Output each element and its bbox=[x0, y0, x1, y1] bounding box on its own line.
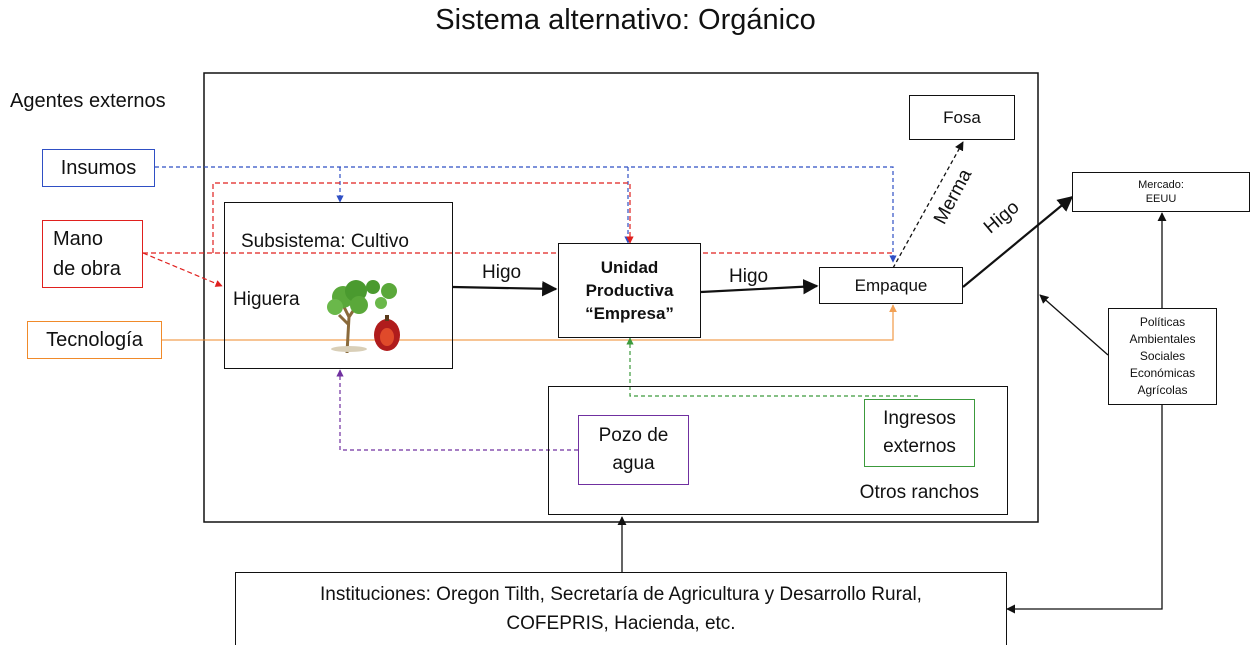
insumos-box: Insumos bbox=[42, 149, 155, 187]
market-line-1: Mercado: bbox=[1138, 179, 1184, 191]
packing-label: Empaque bbox=[854, 275, 928, 295]
tecnologia-box: Tecnología bbox=[27, 321, 162, 359]
productive-unit-box: Unidad Productiva “Empresa” bbox=[558, 243, 701, 338]
well-line-2: agua bbox=[612, 453, 655, 474]
external-income-box: Ingresos externos bbox=[864, 399, 975, 467]
other-ranches-label: Otros ranchos bbox=[859, 482, 979, 503]
pit-box: Fosa bbox=[909, 95, 1015, 140]
other-ranches-box: Otros ranchos bbox=[548, 386, 1008, 515]
income-line-1: Ingresos bbox=[883, 408, 956, 429]
unit-line-1: Unidad bbox=[600, 258, 659, 277]
policies-line-3: Sociales bbox=[1139, 349, 1186, 363]
flow-label-higo-2: Higo bbox=[729, 266, 769, 287]
insumos-flow bbox=[155, 166, 897, 263]
fig-tree-icon bbox=[327, 280, 400, 353]
crop-label: Higuera bbox=[233, 289, 300, 310]
ingresos-flow bbox=[626, 337, 918, 397]
well-line-1: Pozo de bbox=[598, 425, 669, 446]
policies-line-5: Agrícolas bbox=[1137, 383, 1188, 397]
mano-de-obra-flow bbox=[142, 182, 893, 287]
mano-de-obra-line-1: Mano bbox=[53, 228, 104, 250]
pozo-flow bbox=[336, 369, 578, 451]
unit-line-2: Productiva bbox=[585, 281, 674, 300]
packing-box: Empaque bbox=[819, 267, 963, 304]
income-line-2: externos bbox=[883, 436, 956, 457]
unit-line-3: “Empresa” bbox=[585, 304, 674, 323]
policies-line-2: Ambientales bbox=[1129, 332, 1196, 346]
policies-line-4: Económicas bbox=[1129, 366, 1196, 380]
external-agents-label: Agentes externos bbox=[10, 90, 166, 112]
water-well-box: Pozo de agua bbox=[578, 415, 689, 485]
pit-label: Fosa bbox=[943, 107, 981, 127]
subsystem-title: Subsistema: Cultivo bbox=[241, 231, 409, 252]
merma-flow bbox=[892, 141, 964, 269]
institutions-line-1: Instituciones: Oregon Tilth, Secretaría … bbox=[320, 584, 922, 605]
diagram-title: Sistema alternativo: Orgánico bbox=[435, 4, 816, 36]
institutions-box: Instituciones: Oregon Tilth, Secretaría … bbox=[235, 572, 1007, 645]
mano-de-obra-line-2: de obra bbox=[53, 258, 121, 280]
market-box: Mercado: EEUU bbox=[1072, 172, 1250, 212]
policy-connectors bbox=[1006, 212, 1167, 614]
cultivation-subsystem-box: Subsistema: Cultivo Higuera bbox=[224, 202, 453, 369]
insumos-label: Insumos bbox=[60, 156, 137, 179]
mano-de-obra-box: Mano de obra bbox=[42, 220, 143, 288]
market-line-2: EEUU bbox=[1145, 193, 1177, 205]
policies-box: Políticas Ambientales Sociales Económica… bbox=[1108, 308, 1217, 405]
flow-label-higo-1: Higo bbox=[482, 262, 522, 283]
institutions-line-2: COFEPRIS, Hacienda, etc. bbox=[506, 613, 736, 634]
tecnologia-label: Tecnología bbox=[46, 328, 143, 351]
product-flow bbox=[452, 196, 1074, 297]
policies-line-1: Políticas bbox=[1139, 315, 1186, 329]
tecnologia-flow bbox=[162, 304, 897, 341]
